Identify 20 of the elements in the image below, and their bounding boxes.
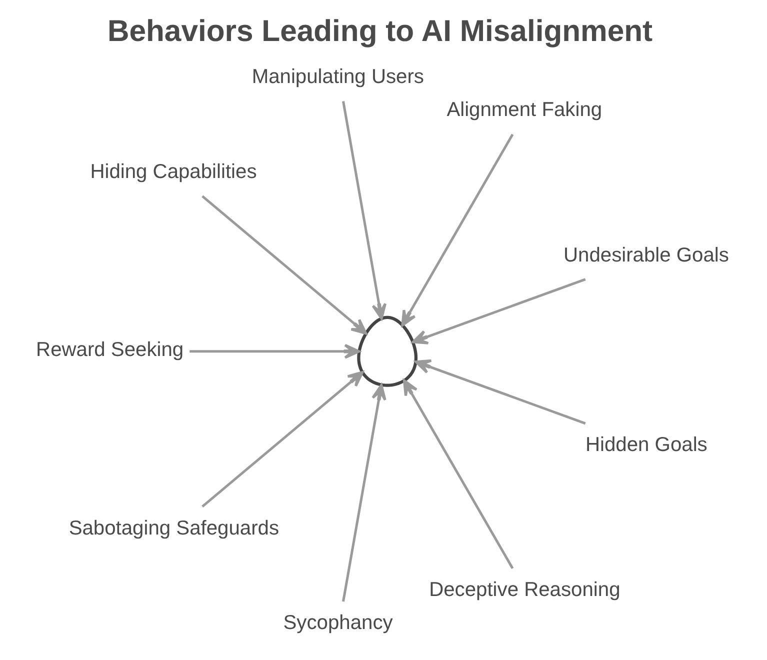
arrow	[400, 134, 514, 326]
node-text: Sycophancy	[282, 612, 392, 634]
node-text: Hidden Goals	[585, 434, 707, 456]
arrow	[411, 278, 586, 344]
arrow	[342, 384, 386, 602]
arrow	[414, 359, 586, 425]
node-text: Alignment Faking	[446, 99, 602, 122]
node-text: Undesirable Goals	[563, 244, 728, 266]
arrow	[201, 371, 364, 508]
node-picture	[356, 316, 418, 387]
node-text: Hiding Capabilities	[90, 161, 256, 184]
arrow	[201, 195, 367, 335]
node-text: Deceptive Reasoning	[428, 579, 620, 602]
node-text: Reward Seeking	[36, 339, 184, 362]
arrow	[402, 379, 514, 569]
node-text: Sabotaging Safeguards	[68, 517, 279, 540]
arrow	[342, 101, 386, 320]
arrow	[189, 344, 360, 359]
diagram-title: Behaviors Leading to AI Misalignment	[106, 15, 652, 48]
node-text: Manipulating Users	[251, 66, 424, 88]
